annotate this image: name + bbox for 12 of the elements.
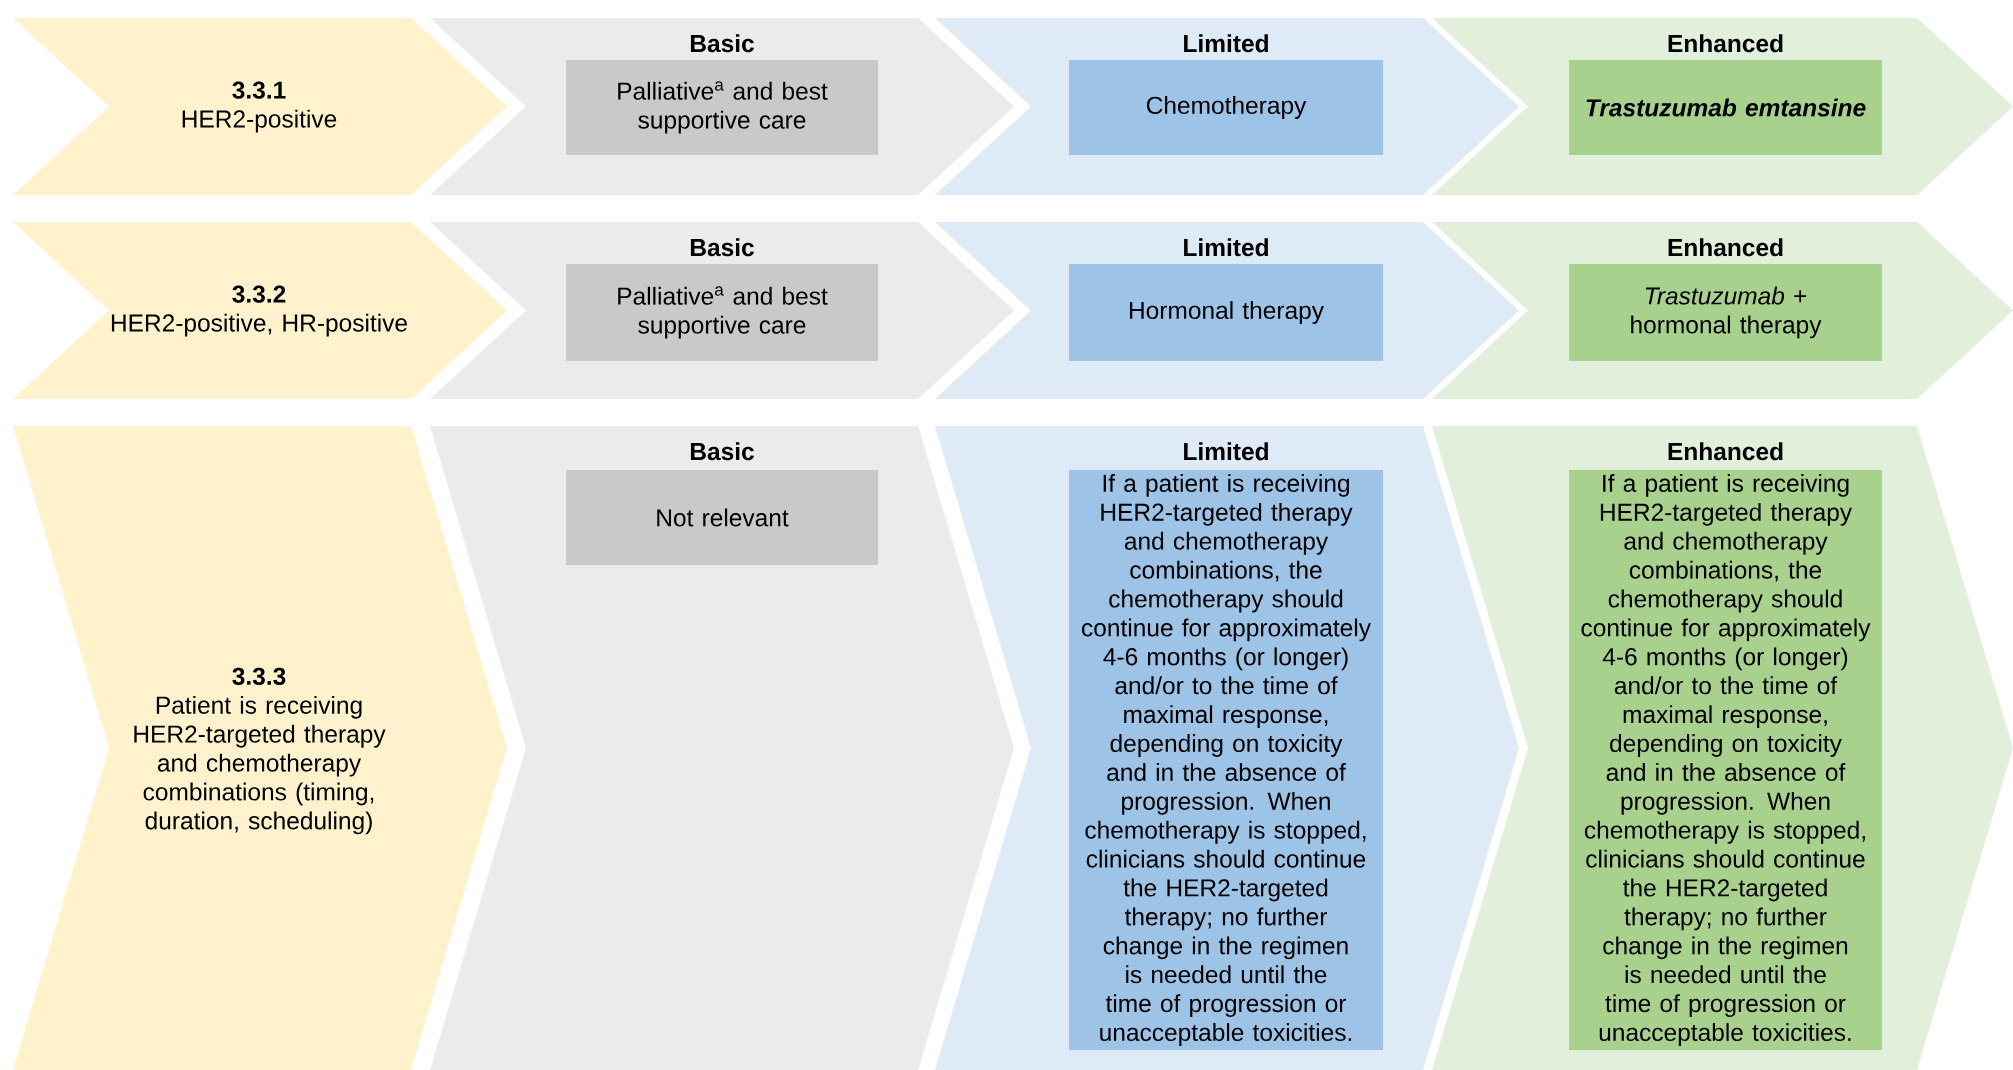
option-box: Palliative$^{a}$ and best supportive care [566, 264, 878, 361]
option-box: Trastuzumab emtansine [1569, 60, 1882, 155]
option-box: Not relevant [566, 470, 878, 565]
option-box: Trastuzumab + hormonal therapy [1569, 264, 1882, 361]
stage-panel: 3.3.3 Patient is receiving HER2-targeted therapy and chemotherapy combinations (timing, duration, scheduling) [13, 426, 507, 1070]
option-box: Palliative$^{a}$ and best supportive care [566, 60, 878, 155]
option-box: Hormonal therapy [1069, 264, 1383, 361]
stage-panel: 3.3.1 HER2-positive [13, 18, 507, 195]
stage-panel: 3.3.2 HER2-positive, HR-positive [13, 222, 507, 399]
option-box: Chemotherapy [1069, 60, 1383, 155]
option-box: If a patient is receiving HER2-targeted therapy and chemotherapy combinations, the chemotherapy should continue for approximately 4-6 months (or longer) and/or to the time of maximal response, depending on toxicity and in the absence of progression. When chemotherapy is stopped, clinicians should continue the HER2-targeted therapy; no further change in the regimen is needed until the time of progression or unacceptable toxicities. [1569, 470, 1882, 1050]
option-box: If a patient is receiving HER2-targeted therapy and chemotherapy combinations, the chemotherapy should continue for approximately 4-6 months (or longer) and/or to the time of maximal response, depending on toxicity and in the absence of progression. When chemotherapy is stopped, clinicians should continue the HER2-targeted therapy; no further change in the regimen is needed until the time of progression or unacceptable toxicities. [1069, 470, 1383, 1050]
